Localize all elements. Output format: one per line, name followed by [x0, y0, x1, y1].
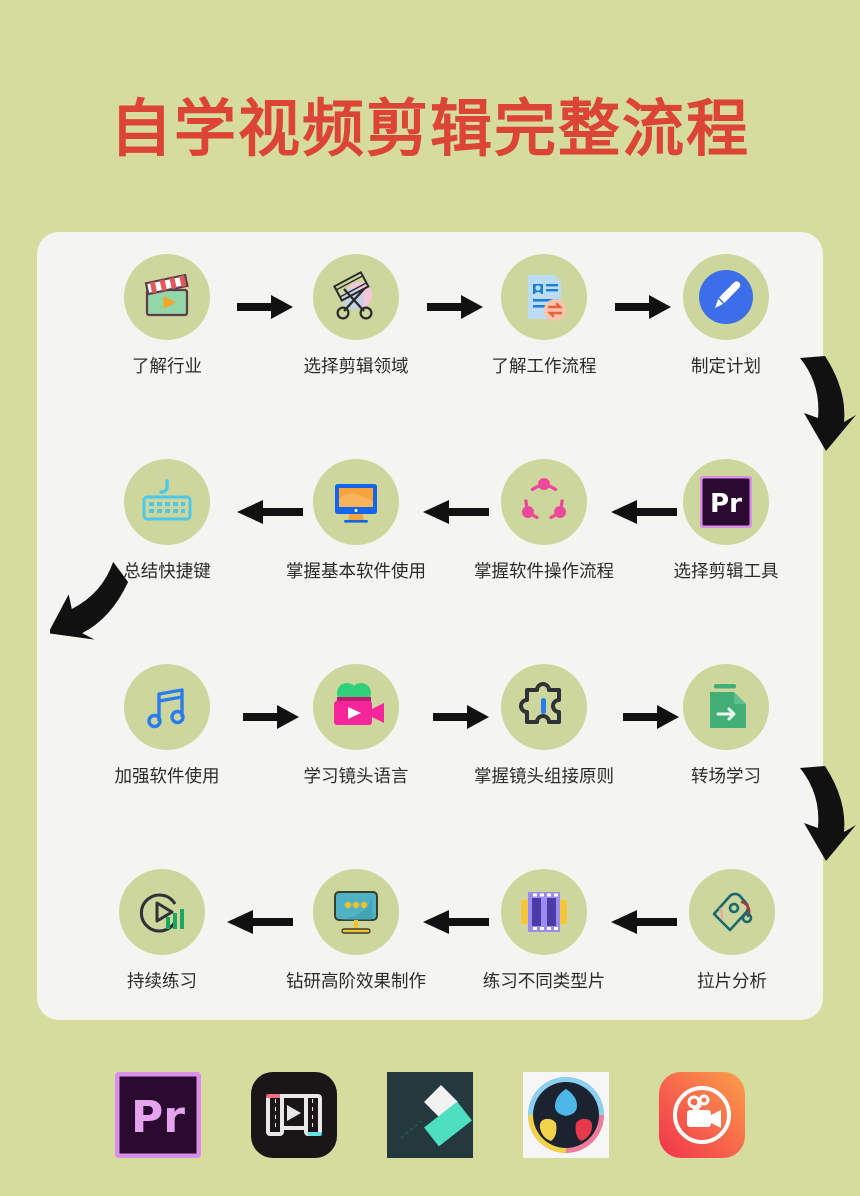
clapperboard-icon [124, 254, 210, 340]
flow-node-1-0[interactable]: 总结快捷键 [92, 459, 242, 583]
page-title: 自学视频剪辑完整流程 [109, 92, 750, 165]
tag-analysis-icon [689, 869, 775, 955]
keyboard-icon [124, 459, 210, 545]
flow-node-label: 学习镜头语言 [303, 767, 409, 787]
flow-node-label: 掌握软件操作流程 [474, 562, 614, 582]
flow-card: 了解行业 选择剪辑领域 [37, 232, 856, 1020]
arrow-right [243, 702, 307, 732]
flow-node-label: 选择剪辑工具 [673, 562, 779, 582]
flow-node-label: 练习不同类型片 [482, 972, 606, 992]
flow-row-1: 了解行业 选择剪辑领域 [37, 254, 823, 414]
play-bars-icon [119, 869, 205, 955]
arrow-left [607, 497, 677, 527]
video-camera-icon [313, 664, 399, 750]
arrow-left [607, 907, 677, 937]
video-cutter-app-icon[interactable] [657, 1068, 747, 1162]
pencil-circle-icon [683, 254, 769, 340]
flow-row-3: 加强软件使用 学习镜头语言 [37, 664, 823, 824]
flow-node-label: 了解工作流程 [491, 357, 597, 377]
flow-node-label: 拉片分析 [697, 972, 767, 992]
flow-node-0-3[interactable]: 制定计划 [651, 254, 801, 378]
flow-node-2-3[interactable]: 转场学习 [651, 664, 801, 788]
file-arrow-icon [683, 664, 769, 750]
flow-node-label: 钻研高阶效果制作 [286, 972, 426, 992]
flow-node-1-3[interactable]: Pr 选择剪辑工具 [651, 459, 801, 583]
puzzle-piece-icon [501, 664, 587, 750]
davinci-resolve-app-icon[interactable] [521, 1068, 611, 1162]
scissors-film-icon [313, 254, 399, 340]
flow-node-label: 制定计划 [691, 357, 761, 377]
arrow-left [419, 907, 489, 937]
flow-node-0-0[interactable]: 了解行业 [92, 254, 242, 378]
flow-node-1-1[interactable]: 掌握基本软件使用 [281, 459, 431, 583]
flow-node-label: 选择剪辑领域 [303, 357, 409, 377]
flow-node-1-2[interactable]: 掌握软件操作流程 [469, 459, 619, 583]
flow-node-2-0[interactable]: 加强软件使用 [92, 664, 242, 788]
flow-node-3-3[interactable]: 拉片分析 [657, 869, 807, 993]
arrow-right [615, 292, 679, 322]
arrow-left [233, 497, 303, 527]
flow-node-0-2[interactable]: 了解工作流程 [469, 254, 619, 378]
flow-row-2: 总结快捷键 掌握基本软件使用 [37, 459, 823, 619]
arrow-left [419, 497, 489, 527]
flow-node-0-1[interactable]: 选择剪辑领域 [281, 254, 431, 378]
arrow-right [623, 702, 687, 732]
flow-node-label: 总结快捷键 [123, 562, 211, 582]
filmora-app-icon[interactable] [385, 1068, 475, 1162]
flow-node-label: 掌握镜头组接原则 [474, 767, 614, 787]
curved-arrow-down-left-1 [48, 560, 129, 660]
monitor-icon [313, 459, 399, 545]
flow-node-label: 了解行业 [132, 357, 202, 377]
premiere-pro-app-icon[interactable]: Pr [113, 1068, 203, 1162]
arrow-right [427, 292, 491, 322]
curved-arrow-down-right-1 [789, 354, 860, 454]
share-nodes-icon [501, 459, 587, 545]
flow-node-2-2[interactable]: 掌握镜头组接原则 [469, 664, 619, 788]
arrow-right [237, 292, 301, 322]
flow-node-3-2[interactable]: 练习不同类型片 [469, 869, 619, 993]
flow-node-2-1[interactable]: 学习镜头语言 [281, 664, 431, 788]
premiere-pro-icon: Pr [683, 459, 769, 545]
film-strip-icon [501, 869, 587, 955]
flow-node-label: 加强软件使用 [114, 767, 220, 787]
flow-node-label: 持续练习 [127, 972, 197, 992]
flow-row-4: 持续练习 钻研高阶效果制作 [37, 869, 823, 1029]
svg-text:Pr: Pr [131, 1092, 185, 1143]
flow-node-3-0[interactable]: 持续练习 [87, 869, 237, 993]
video-editor-app-icon[interactable] [249, 1068, 339, 1162]
curved-arrow-down-right-2 [789, 764, 860, 864]
flow-node-3-1[interactable]: 钻研高阶效果制作 [281, 869, 431, 993]
flow-node-label: 转场学习 [691, 767, 761, 787]
arrow-left [223, 907, 293, 937]
document-exchange-icon [501, 254, 587, 340]
monitor-dots-icon [313, 869, 399, 955]
music-note-icon [124, 664, 210, 750]
flow-node-label: 掌握基本软件使用 [286, 562, 426, 582]
app-logo-row: Pr [0, 1068, 860, 1162]
svg-text:Pr: Pr [710, 489, 742, 519]
arrow-right [433, 702, 497, 732]
